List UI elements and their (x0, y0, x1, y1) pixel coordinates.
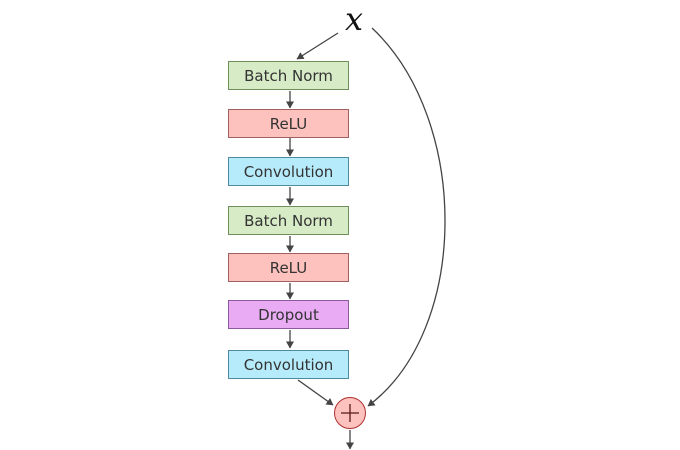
block-label: Convolution (243, 162, 334, 181)
block-label: Dropout (258, 305, 319, 324)
block-label: ReLU (269, 114, 308, 133)
block-relu-2: ReLU (228, 253, 349, 282)
input-variable-x: x (345, 0, 364, 38)
skip-connection-arrow (367, 27, 446, 407)
block-label: Convolution (243, 355, 334, 374)
block-batch-norm-1: Batch Norm (228, 61, 349, 90)
add-node (334, 397, 366, 429)
block-batch-norm-2: Batch Norm (228, 206, 349, 235)
block-label: Batch Norm (244, 211, 333, 230)
arrow-input-to-batch-norm (296, 32, 339, 60)
block-convolution-1: Convolution (228, 157, 349, 186)
block-label: ReLU (269, 258, 308, 277)
block-dropout: Dropout (228, 300, 349, 329)
plus-icon (341, 404, 359, 422)
block-relu-1: ReLU (228, 109, 349, 138)
block-convolution-2: Convolution (228, 350, 349, 379)
arrow-convolution-to-add (297, 379, 334, 406)
block-label: Batch Norm (244, 66, 333, 85)
